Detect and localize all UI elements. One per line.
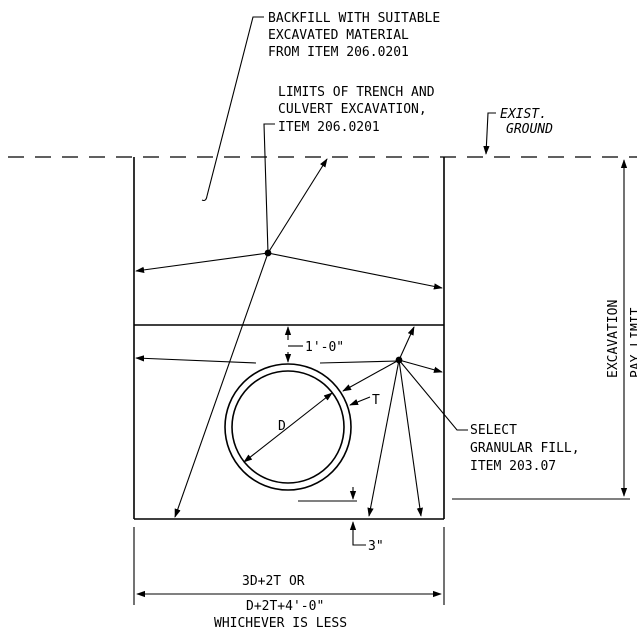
limits-arrow-bottom-left [174, 252, 269, 518]
limits-leader [263, 123, 275, 254]
backfill-label-1: BACKFILL WITH SUITABLE [268, 11, 440, 26]
limits-label-1: LIMITS OF TRENCH AND [278, 85, 435, 100]
backfill-label-2: EXCAVATED MATERIAL [268, 28, 409, 43]
granular-label-1: SELECT [470, 423, 517, 438]
pipe-thickness-arrow [349, 396, 371, 406]
granular-label-2: GRANULAR FILL, [470, 441, 580, 456]
culvert-pipe-inner [231, 370, 345, 484]
pipe-top-line-right [319, 360, 399, 364]
limits-label-3: ITEM 206.0201 [278, 120, 380, 135]
granular-arrow-bottom [367, 359, 400, 517]
backfill-leader [206, 16, 264, 197]
granular-label-leader [398, 359, 468, 431]
exist-ground-label-2: GROUND [506, 122, 553, 137]
granular-label-3: ITEM 203.07 [470, 459, 556, 474]
granular-arrow-down [398, 359, 423, 517]
exist-ground-label-1: EXIST. [500, 107, 547, 122]
pipe-thickness-label: T [372, 393, 380, 408]
granular-arrow-pipe [342, 359, 400, 392]
dim-3in-leader [352, 535, 366, 546]
width-label-2: D+2T+4'-0" [246, 599, 324, 614]
limits-arrow-right [267, 252, 443, 290]
backfill-label-3: FROM ITEM 206.0201 [268, 45, 409, 60]
exist-ground-leader [483, 112, 496, 155]
pipe-top-line-left [135, 355, 257, 364]
excavation-label: EXCAVATION [606, 300, 621, 378]
dim-3in-label: 3" [368, 539, 384, 554]
width-label-1: 3D+2T OR [242, 574, 305, 589]
limits-arrow-left [135, 252, 269, 274]
culvert-pipe-outer [224, 363, 352, 491]
limits-label-2: CULVERT EXCAVATION, [278, 102, 427, 117]
limits-arrow-up [267, 158, 328, 254]
granular-arrow-right [398, 359, 443, 373]
granular-arrow-up [398, 326, 415, 361]
width-label-3: WHICHEVER IS LESS [214, 616, 347, 631]
backfill-pointer-icon [201, 195, 208, 202]
pipe-diameter-dim [243, 392, 333, 463]
pay-limit-label: PAY LIMIT [629, 307, 637, 378]
pipe-diameter-label: D [278, 419, 286, 434]
dim-1ft-label: 1'-0" [305, 340, 344, 355]
